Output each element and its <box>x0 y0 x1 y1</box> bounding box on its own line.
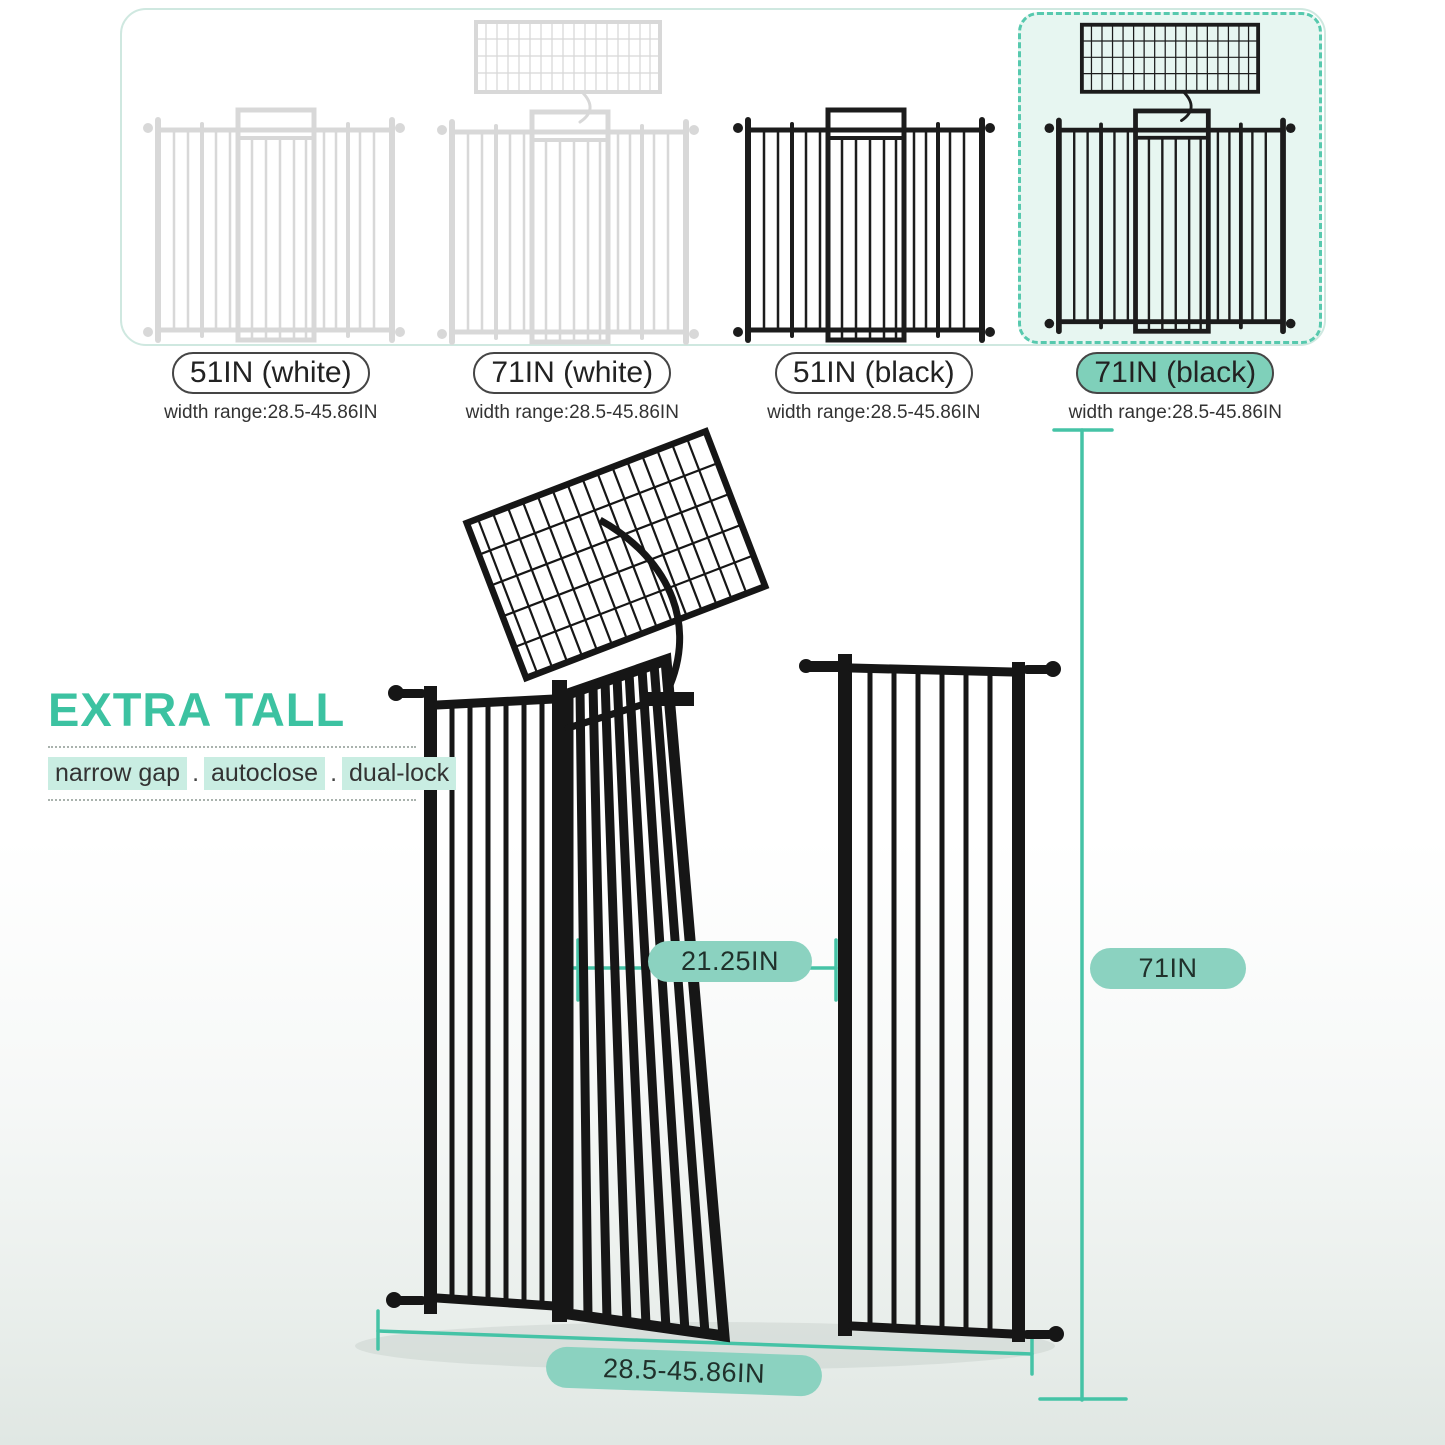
variant-label-51-white[interactable]: 51IN (white) <box>171 352 370 394</box>
gate-51-white-icon <box>143 107 405 343</box>
gate-right-section <box>799 654 1064 1342</box>
gate-door-open <box>552 652 731 1343</box>
feature-block: EXTRA TALL narrow gap . autoclose . dual… <box>48 682 457 810</box>
variant-width-range-51-black: width range:28.5-45.86IN <box>767 402 981 423</box>
dotted-divider-top <box>48 746 416 748</box>
gate-71-black-icon <box>1044 22 1296 335</box>
gate-left-section <box>386 685 559 1314</box>
gate-51-black-icon <box>733 107 995 343</box>
dotted-divider-bottom <box>48 799 416 801</box>
tag-separator: . <box>192 759 200 787</box>
variant-option-51-black: 51IN (black) width range:28.5-45.86IN <box>723 352 1025 424</box>
dimension-door-width: 21.25IN <box>648 941 812 982</box>
variant-option-71-black: 71IN (black) width range:28.5-45.86IN <box>1025 352 1327 424</box>
feature-tag-autoclose: autoclose <box>204 757 326 790</box>
variant-label-71-white[interactable]: 71IN (white) <box>473 352 672 394</box>
gate-71-white-icon <box>437 20 699 345</box>
variant-thumb-71-black[interactable] <box>1018 12 1322 344</box>
extension-panel <box>462 427 770 706</box>
variant-width-range-71-white: width range:28.5-45.86IN <box>465 402 679 423</box>
variant-thumb-71-white[interactable] <box>434 16 702 353</box>
variant-gallery <box>120 8 1326 346</box>
extension-hook-icon <box>598 516 684 700</box>
variant-thumb-51-black[interactable] <box>730 98 998 351</box>
variant-label-71-black-selected[interactable]: 71IN (black) <box>1076 352 1275 394</box>
feature-heading: EXTRA TALL <box>48 683 346 736</box>
dimension-gate-height: 71IN <box>1090 948 1246 989</box>
variant-width-range-71-black: width range:28.5-45.86IN <box>1068 402 1282 423</box>
gate-shadow <box>355 1322 1055 1370</box>
variant-labels-row: 51IN (white) width range:28.5-45.86IN 71… <box>120 352 1326 424</box>
variant-thumb-51-white[interactable] <box>140 98 408 351</box>
tag-separator: . <box>330 759 338 787</box>
variant-label-51-black[interactable]: 51IN (black) <box>774 352 973 394</box>
feature-tag-dual-lock: dual-lock <box>342 757 457 790</box>
feature-tag-narrow-gap: narrow gap <box>48 757 188 790</box>
variant-width-range-51-white: width range:28.5-45.86IN <box>164 402 378 423</box>
variant-option-51-white: 51IN (white) width range:28.5-45.86IN <box>120 352 422 424</box>
variant-option-71-white: 71IN (white) width range:28.5-45.86IN <box>422 352 724 424</box>
feature-tags: narrow gap . autoclose . dual-lock <box>48 757 457 790</box>
